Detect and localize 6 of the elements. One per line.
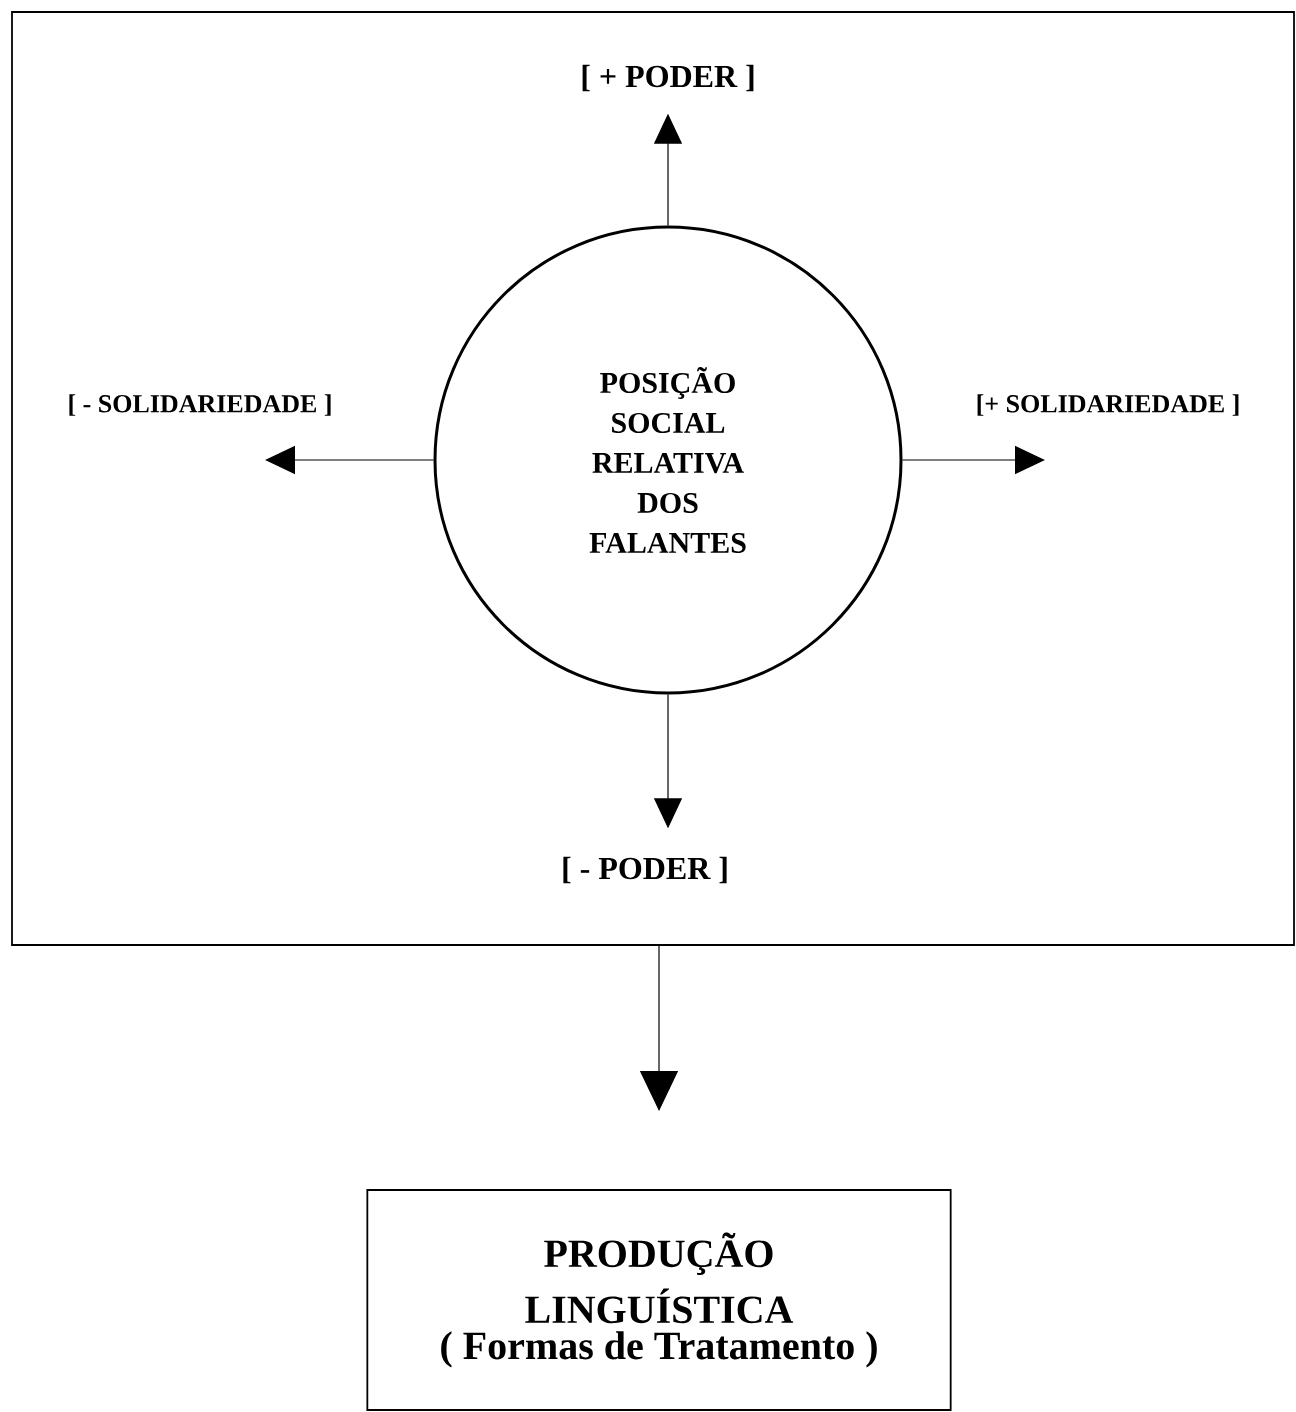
pole-label: [ + PODER ] — [582, 64, 754, 92]
frame-box — [11, 11, 1295, 946]
pole-label: [ - PODER ] — [563, 856, 727, 884]
pole-label: [+ SOLIDARIEDADE ] — [977, 394, 1239, 416]
result-box: PRODUÇÃO LINGUÍSTICA ( Formas de Tratamento ) — [366, 1189, 952, 1411]
pole-label: [ - SOLIDARIEDADE ] — [69, 394, 331, 416]
